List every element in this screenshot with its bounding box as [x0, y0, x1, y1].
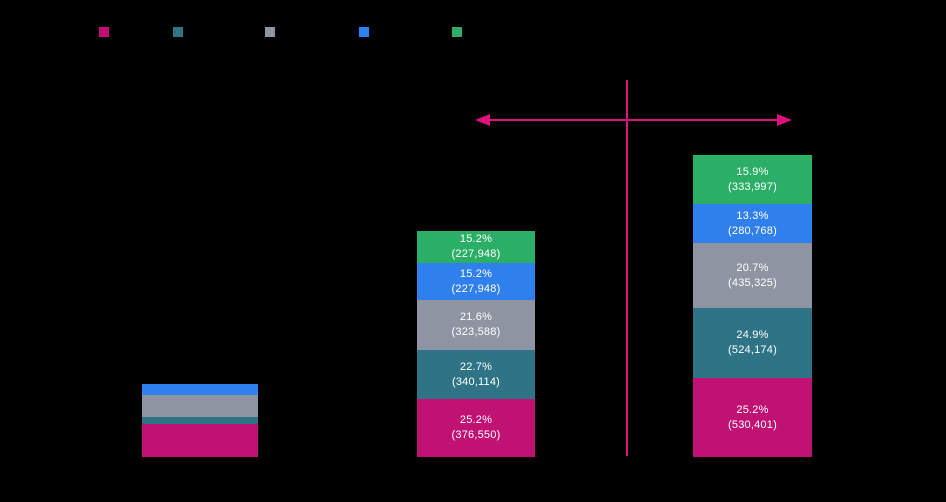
- segment-count-label: (227,948): [451, 282, 501, 295]
- bar-segment-green: 15.2% (227,948): [417, 231, 535, 263]
- arrowhead-right-icon: [777, 114, 792, 126]
- vertical-divider-line: [626, 80, 628, 456]
- legend-swatch-gray: [265, 27, 275, 37]
- segment-count-label: (524,174): [728, 344, 777, 356]
- segment-percent-label: 15.9%: [736, 165, 769, 178]
- bar-segment-gray: 21.6% (323,588): [417, 300, 535, 350]
- legend-swatch-blue: [359, 27, 369, 37]
- bar-segment-teal: [142, 417, 258, 424]
- bar-segment-teal: 22.7% (340,114): [417, 350, 535, 399]
- segment-count-label: (435,325): [728, 276, 777, 289]
- segment-percent-label: 13.3%: [736, 209, 769, 222]
- segment-count-label: (333,997): [728, 180, 777, 193]
- bar-segment-magenta: [142, 424, 258, 457]
- segment-percent-label: 15.2%: [459, 233, 493, 245]
- segment-count-label: (227,948): [451, 248, 501, 260]
- bar-segment-blue: [142, 384, 258, 395]
- bar-segment-blue: 15.2% (227,948): [417, 263, 535, 300]
- segment-count-label: (376,550): [451, 429, 501, 441]
- segment-percent-label: 20.7%: [736, 261, 769, 274]
- bar-segment-magenta: 25.2% (376,550): [417, 399, 535, 457]
- bar-segment-gray: 20.7% (435,325): [693, 243, 812, 308]
- bar-segment-teal: 24.9% (524,174): [693, 308, 812, 378]
- arrow-shaft: [488, 119, 779, 121]
- legend-swatch-green: [452, 27, 462, 37]
- segment-count-label: (530,401): [728, 418, 777, 431]
- bar-segment-blue: 13.3% (280,768): [693, 204, 812, 243]
- segment-percent-label: 25.2%: [736, 403, 769, 416]
- segment-count-label: (280,768): [728, 224, 777, 237]
- bar-segment-green: 15.9% (333,997): [693, 155, 812, 204]
- bar-segment-gray: [142, 395, 258, 417]
- segment-percent-label: 21.6%: [459, 311, 493, 323]
- segment-percent-label: 24.9%: [736, 329, 769, 341]
- segment-percent-label: 25.2%: [459, 414, 493, 426]
- arrowhead-left-icon: [475, 114, 490, 126]
- segment-percent-label: 15.2%: [459, 267, 493, 280]
- segment-count-label: (323,588): [451, 326, 501, 338]
- stacked-bar-3: 15.9% (333,997) 13.3% (280,768) 20.7% (435,32…: [693, 155, 812, 457]
- legend-swatch-teal: [173, 27, 183, 37]
- segment-count-label: (340,114): [451, 375, 501, 388]
- legend-swatch-magenta: [99, 27, 109, 37]
- stacked-bar-1: [142, 384, 258, 457]
- stacked-bar-2: 15.2% (227,948) 15.2% (227,948) 21.6% (323,58…: [417, 231, 535, 457]
- bar-segment-magenta: 25.2% (530,401): [693, 378, 812, 457]
- segment-percent-label: 22.7%: [459, 360, 493, 373]
